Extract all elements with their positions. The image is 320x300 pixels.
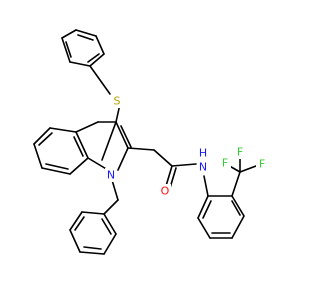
- fluorine-label-1: F: [237, 146, 243, 159]
- molecule-canvas: S N N H O F F F: [33, 29, 268, 255]
- ring-nitrogen-label: N: [107, 169, 115, 182]
- trifluoromethylphenyl-ring: [197, 195, 245, 239]
- amide-hydrogen-label: H: [199, 147, 207, 160]
- fluorine-label-2: F: [222, 157, 228, 170]
- pyrrole-ring: [87, 121, 132, 171]
- atom-labels: S N N H O F F F: [105, 94, 268, 198]
- benzyl-ring: [69, 211, 117, 255]
- molecule-structure: S N N H O F F F: [33, 29, 268, 255]
- oxygen-label: O: [161, 185, 170, 198]
- phenylthio-ring: [61, 29, 105, 67]
- bond-lines: [33, 29, 257, 255]
- sulfur-label: S: [114, 95, 121, 108]
- amide-nitrogen-label: N: [199, 161, 207, 174]
- indole-benzene-ring: [33, 121, 117, 175]
- fluorine-label-3: F: [259, 158, 265, 171]
